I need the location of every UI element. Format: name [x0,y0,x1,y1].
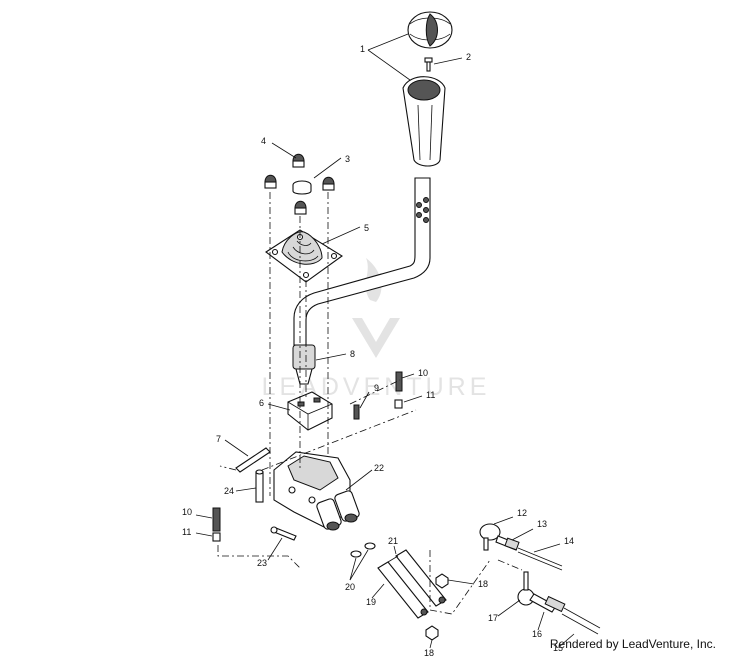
callout-9: 9 [374,383,379,393]
callout-14: 14 [564,536,574,546]
lever-bushing [292,344,316,385]
washers-20 [350,542,376,558]
rod-end-upper [479,523,563,571]
credit-text: Rendered by LeadVenture, Inc. [549,637,716,651]
shift-boot [265,229,343,283]
callout-labels: 1 2 3 4 5 6 7 8 9 10 11 10 11 12 13 14 1… [182,44,574,657]
leader-lines [195,33,575,649]
callout-8: 8 [350,349,355,359]
nut-18-lower [425,625,439,641]
callout-17: 17 [488,613,498,623]
shift-gate [287,391,333,431]
callout-11-left: 11 [182,527,191,537]
callout-12: 12 [517,508,527,518]
rod-end-lower [517,571,601,635]
nut-18-upper [435,573,449,589]
callout-22: 22 [374,463,384,473]
callout-6: 6 [259,398,264,408]
callout-7: 7 [216,434,221,444]
spring-10-left [212,507,221,542]
callout-18-lower: 18 [424,648,434,657]
callout-3: 3 [345,154,350,164]
callout-24: 24 [224,486,234,496]
ring-3 [292,180,312,195]
shift-knob-body [402,76,446,167]
pin-24 [255,469,264,503]
bolt-23 [270,526,297,541]
callout-23: 23 [257,558,267,568]
callout-18-upper: 18 [478,579,488,589]
cap-nuts [264,153,335,215]
callout-13: 13 [537,519,547,529]
callout-20: 20 [345,582,355,592]
spring-9 [353,404,360,420]
callout-15: 15 [553,643,563,653]
callout-16: 16 [532,629,542,639]
screw-2 [424,57,433,72]
callout-19: 19 [366,597,376,607]
callout-10-right: 10 [418,368,428,378]
callout-21: 21 [388,536,398,546]
spring-10-right [394,371,403,409]
callout-4: 4 [261,136,266,146]
callout-11-right: 11 [426,390,435,400]
callout-1: 1 [360,44,365,54]
shift-knob-cap [407,11,453,49]
cable-ends [377,549,447,619]
callout-10-left: 10 [182,507,192,517]
assembly-lines [217,192,523,615]
callout-2: 2 [466,52,471,62]
callout-5: 5 [364,223,369,233]
shifter-housing [273,451,360,531]
